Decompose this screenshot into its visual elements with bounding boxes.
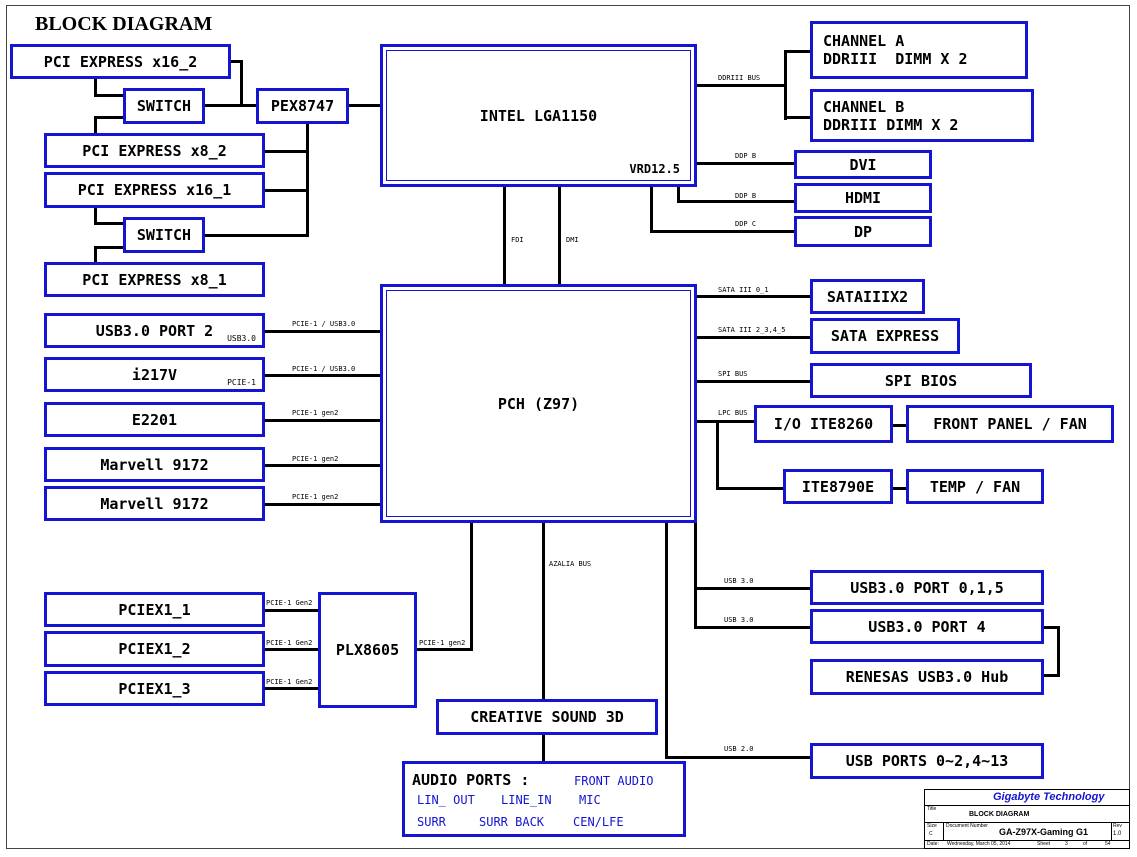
- pcie-usb-label-1: PCIE-1 / USB3.0: [292, 320, 356, 328]
- azalia-bus-label: AZALIA BUS: [549, 560, 592, 568]
- usb20-label: USB 2.0: [724, 745, 754, 753]
- pcie-x8-2-block: PCI EXPRESS x8_2: [44, 133, 265, 168]
- surr-back-label: SURR BACK: [479, 815, 545, 829]
- pcie-gen2-plx-label: PCIE-1 gen2: [419, 639, 466, 647]
- rev-value: 1.0: [1113, 831, 1122, 837]
- model-name: GA-Z97X-Gaming G1: [999, 827, 1089, 837]
- channel-b-label: CHANNEL B: [823, 97, 905, 116]
- ddriii-bus-label: DDRIII BUS: [718, 74, 761, 82]
- channel-b-block: CHANNEL B DDRIII DIMM X 2: [810, 89, 1034, 142]
- io-ite8260-block: I/O ITE8260: [754, 405, 893, 443]
- lin-out-label: LIN_ OUT: [417, 793, 475, 807]
- pex8747-block: PEX8747: [256, 88, 349, 124]
- ddp-c-label: DDP C: [735, 220, 757, 228]
- plx8605-block: PLX8605: [318, 592, 417, 708]
- surr-label: SURR: [417, 815, 446, 829]
- lpc-bus-label: LPC BUS: [718, 409, 748, 417]
- hdmi-block: HDMI: [794, 183, 932, 213]
- cen-lfe-label: CEN/LFE: [573, 815, 624, 829]
- usb30-port2-sublabel: USB3.0: [227, 334, 256, 343]
- temp-fan-block: TEMP / FAN: [906, 469, 1044, 504]
- size-label: Size: [927, 823, 937, 829]
- pcie-gen2-label-2: PCIE-1 gen2: [292, 455, 339, 463]
- i217v-sublabel: PCIE-1: [227, 378, 256, 387]
- size-value: C: [929, 831, 933, 837]
- vrd-label: VRD12.5: [629, 162, 680, 176]
- i217v-block: i217V PCIE-1: [44, 357, 265, 392]
- dvi-block: DVI: [794, 150, 932, 179]
- pcie-x16-2-block: PCI EXPRESS x16_2: [10, 44, 231, 79]
- sata-2345-label: SATA III 2_3,4_5: [718, 326, 786, 334]
- switch-2-block: SWITCH: [123, 217, 205, 253]
- pciex1-3-block: PCIEX1_3: [44, 671, 265, 706]
- ddp-b-label-1: DDP B: [735, 152, 757, 160]
- i217v-label: i217V: [131, 365, 178, 384]
- usb30-port015-block: USB3.0 PORT 0,1,5: [810, 570, 1044, 605]
- channel-b-dimm-label: DDRIII DIMM X 2: [823, 115, 959, 134]
- sata-01-label: SATA III 0_1: [718, 286, 769, 294]
- document-label: Document Number: [946, 823, 988, 829]
- sata-express-block: SATA EXPRESS: [810, 318, 960, 354]
- pcie-gen2-x1-label-3: PCIE-1 Gen2: [266, 678, 313, 686]
- usb30-port2-block: USB3.0 PORT 2 USB3.0: [44, 313, 265, 348]
- usb30-label-a: USB 3.0: [724, 577, 754, 585]
- dp-block: DP: [794, 216, 932, 247]
- date-value: Wednesday, March 05, 2014: [947, 841, 1011, 847]
- usb30-port2-label: USB3.0 PORT 2: [95, 321, 214, 340]
- front-audio-label: FRONT AUDIO: [574, 774, 654, 788]
- usb30-label-b: USB 3.0: [724, 616, 754, 624]
- sheet-label: Sheet: [1037, 841, 1051, 847]
- rev-label: Rev: [1113, 823, 1122, 829]
- fdi-label: FDI: [511, 236, 524, 244]
- pciex1-1-block: PCIEX1_1: [44, 592, 265, 627]
- pcie-usb-label-2: PCIE-1 / USB3.0: [292, 365, 356, 373]
- e2201-block: E2201: [44, 402, 265, 437]
- ite8790e-block: ITE8790E: [783, 469, 893, 504]
- front-panel-fan-block: FRONT PANEL / FAN: [906, 405, 1114, 443]
- sata3x2-block: SATAIIIX2: [810, 279, 925, 314]
- sheet-number: 3: [1065, 841, 1068, 847]
- company-name: Gigabyte Technology: [993, 791, 1105, 803]
- pcie-gen2-label-3: PCIE-1 gen2: [292, 493, 339, 501]
- pciex1-2-block: PCIEX1_2: [44, 631, 265, 667]
- switch-1-block: SWITCH: [123, 88, 205, 124]
- pcie-gen2-label-1: PCIE-1 gen2: [292, 409, 339, 417]
- channel-a-dimm-label: DDRIII DIMM X 2: [823, 50, 968, 68]
- pcie-x8-1-block: PCI EXPRESS x8_1: [44, 262, 265, 297]
- cpu-block: INTEL LGA1150 VRD12.5: [380, 44, 697, 187]
- channel-a-label: CHANNEL A: [823, 32, 905, 50]
- cpu-label: INTEL LGA1150: [479, 106, 598, 125]
- spi-bios-block: SPI BIOS: [810, 363, 1032, 398]
- marvell-9172-block-1: Marvell 9172: [44, 447, 265, 482]
- pcie-gen2-x1-label-1: PCIE-1 Gen2: [266, 599, 313, 607]
- marvell-9172-block-2: Marvell 9172: [44, 486, 265, 521]
- ddp-b-label-2: DDP B: [735, 192, 757, 200]
- title-label: Title: [927, 806, 937, 812]
- mic-label: MIC: [579, 793, 601, 807]
- dmi-label: DMI: [566, 236, 579, 244]
- pcie-gen2-x1-label-2: PCIE-1 Gen2: [266, 639, 313, 647]
- sheet-title: BLOCK DIAGRAM: [969, 811, 1030, 818]
- title-block: Gigabyte Technology Title BLOCK DIAGRAM …: [924, 789, 1130, 849]
- channel-a-block: CHANNEL A DDRIII DIMM X 2: [810, 21, 1028, 79]
- spi-bus-label: SPI BUS: [718, 370, 748, 378]
- diagram-title: BLOCK DIAGRAM: [35, 13, 213, 35]
- renesas-hub-block: RENESAS USB3.0 Hub: [810, 659, 1044, 695]
- creative-sound-block: CREATIVE SOUND 3D: [436, 699, 658, 735]
- line-in-label: LINE_IN: [501, 793, 552, 807]
- usb30-port4-block: USB3.0 PORT 4: [810, 609, 1044, 644]
- sheet-border: [6, 5, 1130, 849]
- audio-ports-block: AUDIO PORTS : FRONT AUDIO LIN_ OUT LINE_…: [402, 761, 686, 837]
- sheet-total: 54: [1105, 841, 1111, 847]
- pch-block: PCH (Z97): [380, 284, 697, 523]
- of-label: of: [1083, 841, 1088, 847]
- pcie-x16-1-block: PCI EXPRESS x16_1: [44, 172, 265, 208]
- usb-ports-block: USB PORTS 0~2,4~13: [810, 743, 1044, 779]
- audio-ports-heading: AUDIO PORTS :: [412, 771, 530, 789]
- date-label: Date:: [927, 841, 939, 847]
